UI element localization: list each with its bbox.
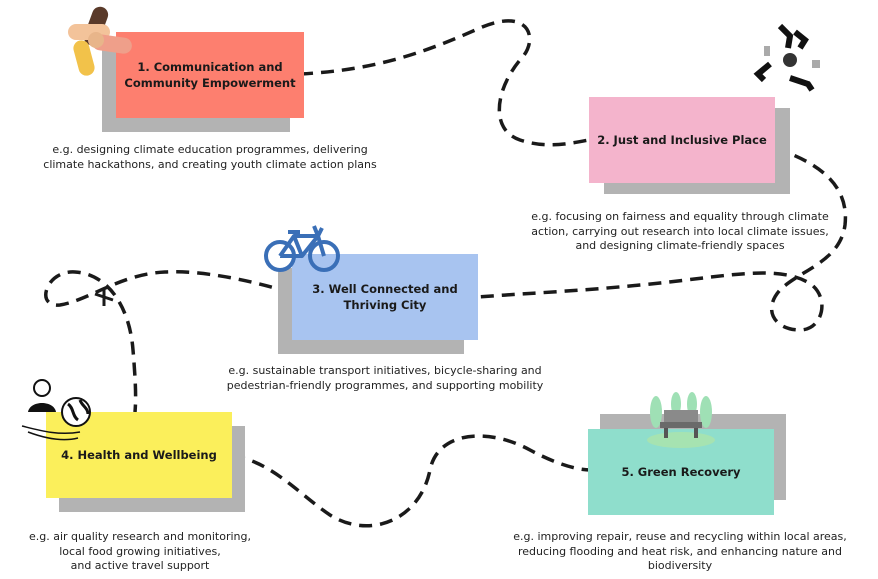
stage-4-title: 4. Health and Wellbeing bbox=[61, 448, 217, 462]
park-bench-icon bbox=[647, 392, 715, 448]
hands-together-icon bbox=[68, 6, 132, 76]
stage-5-description: e.g. improving repair, reuse and recycli… bbox=[513, 530, 847, 572]
stage-2-description: e.g. focusing on fairness and equality t… bbox=[531, 210, 829, 252]
stage-2-box: 2. Just and Inclusive Place bbox=[589, 97, 775, 183]
stage-4-description: e.g. air quality research and monitoring… bbox=[28, 530, 251, 572]
stage-1-box: 1. Communication and Community Empowerme… bbox=[116, 32, 304, 118]
stage-2-title: 2. Just and Inclusive Place bbox=[597, 133, 767, 147]
stage-1-description: e.g. designing climate education program… bbox=[43, 143, 377, 171]
recycle-arrows-icon bbox=[750, 18, 832, 98]
stage-3-title: 3. Well Connected and Thriving City bbox=[312, 282, 458, 312]
stage-1-title: 1. Communication and Community Empowerme… bbox=[124, 60, 296, 90]
stage-3-description: e.g. sustainable transport initiatives, … bbox=[226, 364, 544, 392]
bicycle-icon bbox=[264, 225, 340, 272]
person-globe-icon bbox=[21, 379, 91, 441]
stage-5-title: 5. Green Recovery bbox=[621, 465, 741, 479]
